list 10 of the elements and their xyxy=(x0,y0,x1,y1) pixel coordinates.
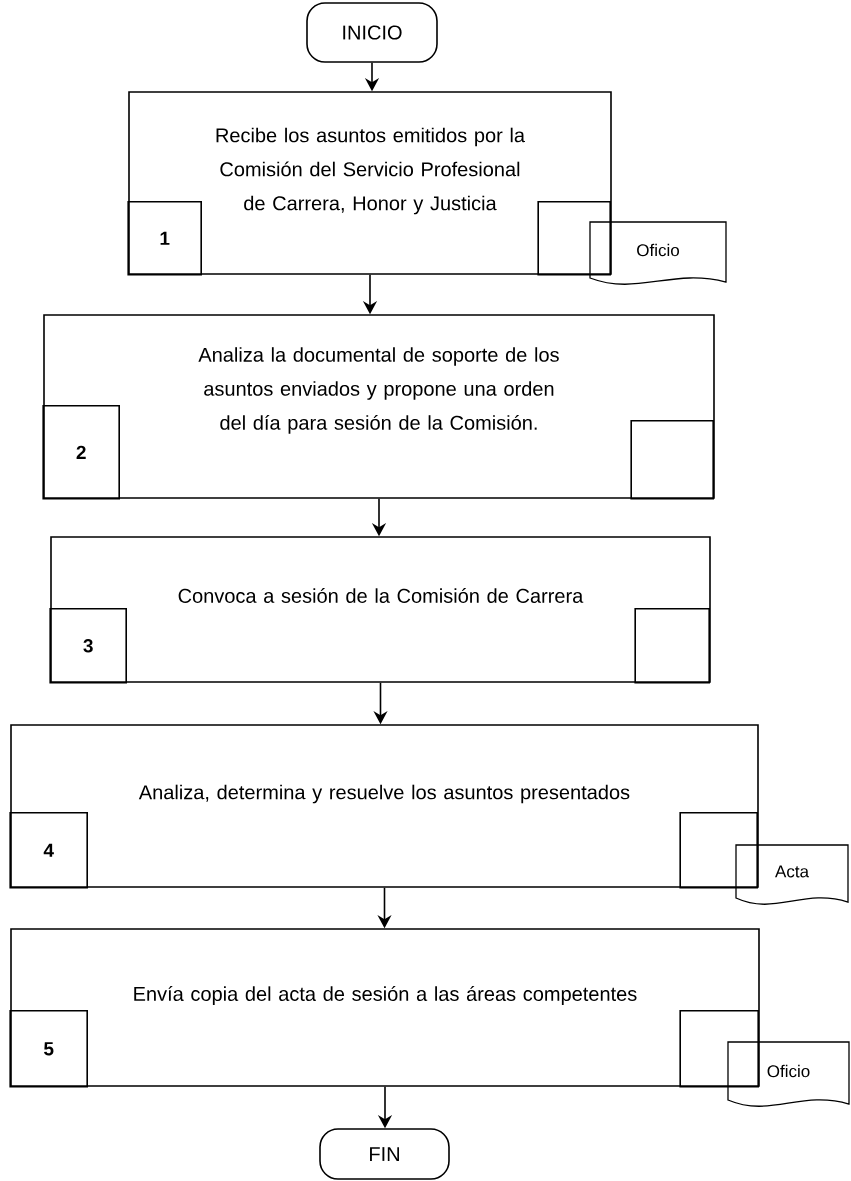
step-number-box xyxy=(679,1010,759,1088)
step-number-box xyxy=(679,812,758,889)
step-number-box xyxy=(634,608,710,684)
step-number-box: 3 xyxy=(49,608,127,684)
step-number-box xyxy=(630,420,714,500)
step-number-box: 5 xyxy=(9,1010,88,1088)
step-number-box: 4 xyxy=(9,812,88,889)
step-number-box xyxy=(537,201,611,276)
step-number-box: 2 xyxy=(42,405,120,500)
step-number-box: 1 xyxy=(127,201,202,276)
